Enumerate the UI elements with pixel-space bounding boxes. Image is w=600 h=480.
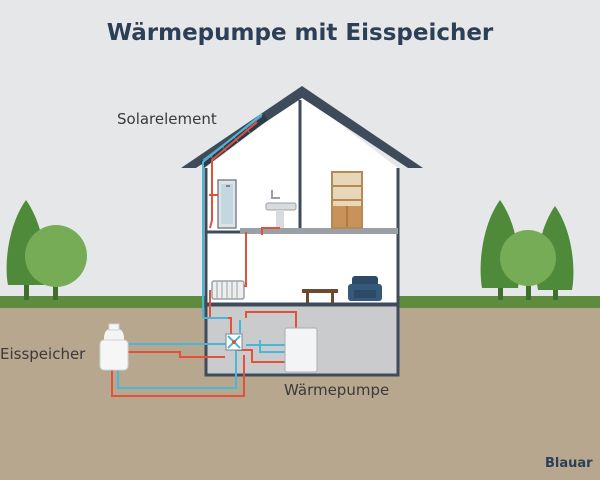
shelf-cabinet-icon [331, 171, 363, 229]
label-solarelement: Solarelement [117, 110, 217, 128]
ice-storage-tank-icon [99, 323, 129, 371]
house-wall [206, 95, 398, 305]
label-waermepumpe: Wärmepumpe [284, 381, 389, 399]
heat-pump-unit-icon [284, 327, 318, 373]
label-eisspeicher: Eisspeicher [0, 345, 86, 363]
radiator-icon [211, 280, 245, 300]
shower-icon [217, 179, 237, 229]
heat-exchanger-icon [225, 333, 243, 351]
sink-icon [265, 190, 297, 228]
tree-icon [25, 225, 87, 287]
diagram-title: Wärmepumpe mit Eisspeicher [107, 20, 494, 46]
trees-left [6, 200, 87, 300]
table-icon [302, 289, 338, 303]
trees-right [480, 200, 574, 300]
tree-icon [500, 230, 556, 286]
armchair-icon [348, 276, 382, 301]
cold-water-pipes [117, 113, 285, 389]
brand-logo-text: Blauar [545, 456, 593, 471]
hot-water-pipes [111, 121, 297, 397]
